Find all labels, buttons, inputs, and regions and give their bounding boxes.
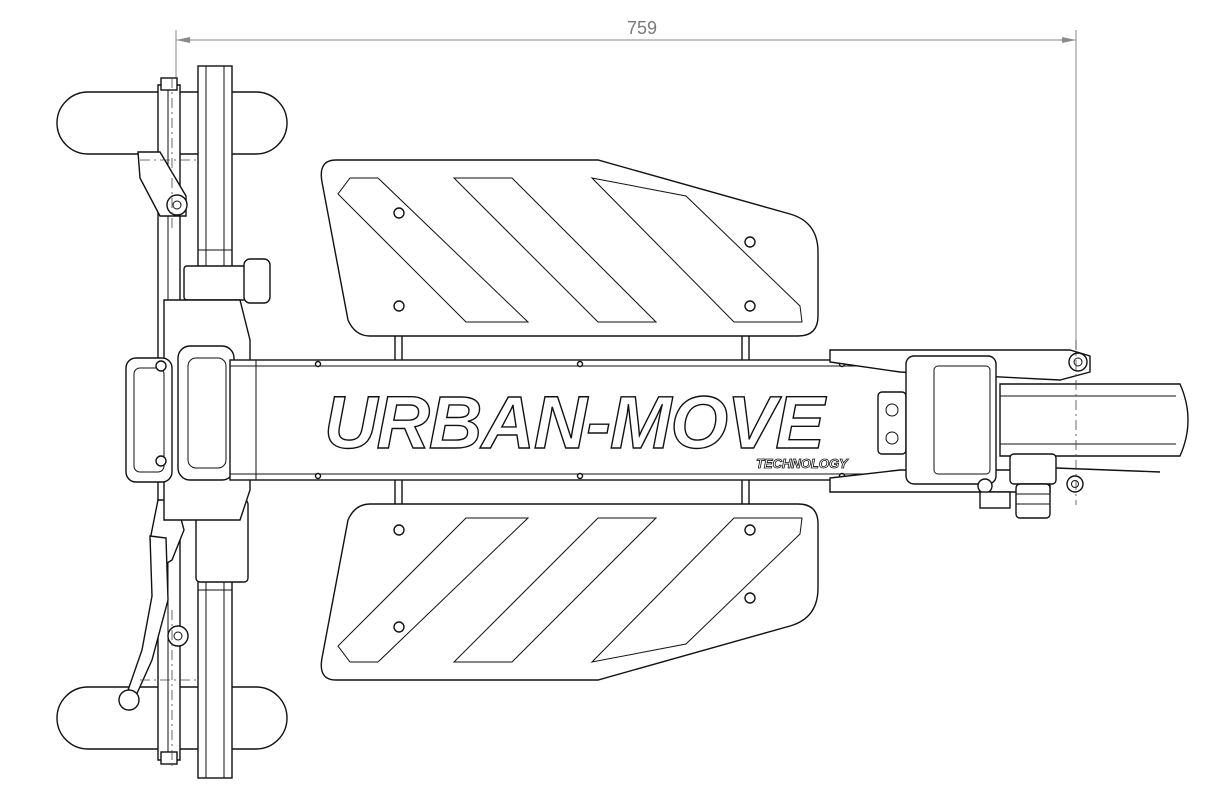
pivot-top <box>166 194 188 216</box>
dimension-arrow-right <box>1062 37 1076 43</box>
brake-caliper <box>1009 453 1057 485</box>
brake-lever-tip <box>118 689 140 711</box>
pivot-bottom <box>167 625 189 647</box>
dimension-value: 759 <box>627 18 657 38</box>
axle-nut-bottom <box>1066 475 1084 493</box>
brand-logo: URBAN-MOVE <box>324 381 827 464</box>
overall-length-dimension: 759 <box>175 18 1077 350</box>
footrest-upper <box>320 159 819 360</box>
rear-block <box>905 355 997 485</box>
clamp <box>183 265 247 301</box>
axle-nut-top <box>1068 352 1088 372</box>
brand-tagline: TECHNOLOGY <box>756 456 849 471</box>
steering-head <box>125 299 251 521</box>
caliper-mount <box>1015 483 1051 519</box>
footrest-lower <box>320 480 819 681</box>
clamp-knob[interactable] <box>243 258 271 304</box>
rear-wheel <box>999 383 1189 457</box>
rear-latch <box>877 391 907 455</box>
dimension-arrow-left <box>176 37 190 43</box>
deck-body <box>229 359 911 481</box>
rear-assembly <box>829 340 1189 519</box>
bolt-bottom <box>160 751 178 765</box>
bolt-top <box>160 77 178 91</box>
deck: URBAN-MOVE TECHNOLOGY <box>229 359 911 481</box>
caliper-bracket <box>979 491 1011 509</box>
front-bracket <box>125 357 173 483</box>
